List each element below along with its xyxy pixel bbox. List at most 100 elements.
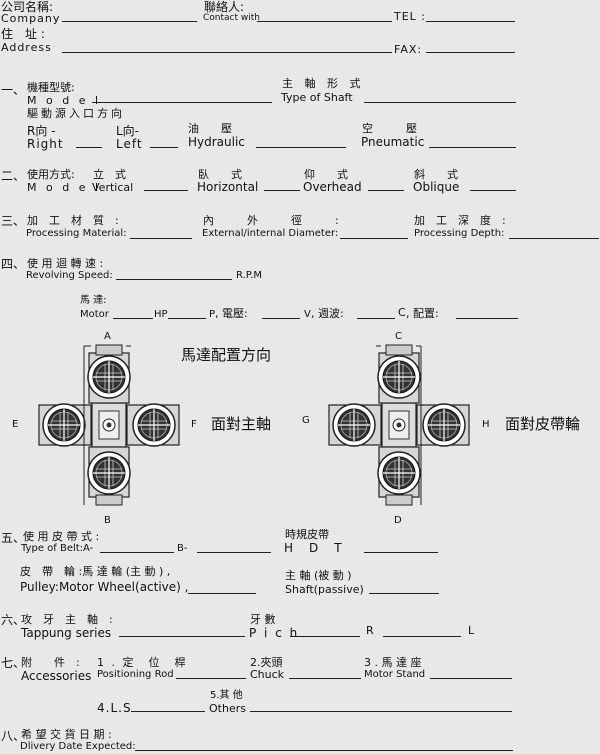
drive-direction-label: 驅動源入口方向 [27, 107, 125, 120]
accessories-label-en: Accessories [21, 669, 92, 683]
pos-a-label: A [104, 331, 111, 342]
config-field[interactable] [456, 318, 518, 319]
stand-label-en: Motor Stand [364, 669, 426, 680]
pneumatic-label-zh: 空 壓 [362, 122, 417, 135]
section-5-number: 五、 [1, 531, 26, 545]
overhead-field[interactable] [368, 190, 404, 191]
diameter-field[interactable] [340, 238, 408, 239]
pneumatic-label-en: Pneumatic [361, 135, 425, 149]
pulley-label-en: Pulley:Motor Wheel(active) , [20, 580, 189, 594]
vertical-label-zh: 立 式 [93, 168, 126, 181]
motor-hp-field[interactable] [113, 318, 153, 319]
company-field[interactable] [62, 21, 197, 22]
others-label-en: Others [209, 702, 246, 715]
fax-field[interactable] [426, 52, 515, 53]
pitch-r-label: R [366, 624, 374, 637]
contact-label-zh: 聯絡人: [204, 0, 245, 14]
right-label-en: Right [27, 137, 64, 151]
pitch-r-field[interactable] [383, 636, 461, 637]
p-label: P [209, 309, 216, 320]
depth-label-zh: 加 工 深 度 : [414, 214, 506, 227]
left-label-en: Left [116, 137, 143, 151]
delivery-field[interactable] [135, 750, 513, 751]
fax-label: FAX: [394, 43, 423, 56]
address-label-en: Address [1, 41, 52, 54]
oblique-label-en: Oblique [413, 180, 460, 194]
voltage-field[interactable] [262, 318, 300, 319]
motor-label-zh: 馬 達: [80, 295, 107, 306]
company-label-en: Company [1, 12, 61, 25]
others-field[interactable] [250, 711, 512, 712]
oblique-field[interactable] [470, 190, 516, 191]
c-label: C [398, 306, 406, 319]
model-label-en: M o d e l [27, 94, 102, 107]
pitch-label-zh: 牙 數 [250, 613, 276, 626]
left-field[interactable] [150, 147, 178, 148]
speed-field[interactable] [116, 279, 232, 280]
pitch-field[interactable] [290, 636, 360, 637]
section-1-number: 一、 [1, 83, 26, 97]
pneumatic-field[interactable] [429, 147, 516, 148]
horizontal-field[interactable] [264, 190, 300, 191]
htd-field[interactable] [364, 552, 438, 553]
oblique-label-zh: 斜 式 [414, 168, 458, 181]
section-3-number: 三、 [1, 214, 26, 228]
rod-field[interactable] [176, 678, 246, 679]
material-field[interactable] [130, 238, 192, 239]
speed-label-en: Revolving Speed: [26, 270, 113, 281]
hydraulic-label-zh: 油 壓 [188, 122, 232, 135]
tel-label: TEL : [394, 10, 427, 23]
right-label-zh: R向 - [27, 124, 56, 138]
hydraulic-field[interactable] [256, 147, 346, 148]
overhead-label-en: Overhead [303, 180, 362, 194]
pulley-field[interactable] [188, 593, 256, 594]
v-label: V [304, 309, 311, 320]
section-7-number: 七、 [1, 656, 26, 670]
ls-field[interactable] [131, 711, 205, 712]
shaft-passive-label-zh: 主 軸 (被 動 ) [285, 569, 352, 582]
material-label-zh: 加 工 材 質 : [27, 214, 119, 227]
horizontal-label-en: Horizontal [197, 180, 259, 194]
stand-label-zh: 3 . 馬 達 座 [364, 656, 422, 669]
shaft-type-field[interactable] [364, 102, 516, 103]
pitch-label-en: P i c h [249, 626, 300, 640]
vertical-label-en: Vertical [92, 181, 134, 194]
material-label-en: Processing Material: [26, 228, 127, 239]
diagram-title: 馬達配置方向 [181, 346, 272, 364]
rpm-label: R.P.M [236, 270, 263, 281]
htd-label-zh: 時規皮帶 [285, 528, 329, 541]
chuck-label-en: Chuck [250, 668, 285, 681]
others-label-zh: 5.其 他 [210, 690, 243, 701]
motor-p-field[interactable] [168, 318, 206, 319]
right-field[interactable] [76, 147, 102, 148]
model-label-zh: 機種型號: [27, 81, 75, 94]
tel-field[interactable] [426, 21, 515, 22]
chuck-label-zh: 2.夾頭 [250, 656, 283, 669]
pos-e-label: E [12, 419, 19, 430]
face-main-label: 面對主軸 [211, 415, 272, 433]
frequency-field[interactable] [357, 318, 395, 319]
hydraulic-label-en: Hydraulic [188, 135, 245, 149]
mode-label-zh: 使用方式: [27, 168, 75, 181]
section-4-number: 四、 [1, 257, 26, 271]
model-field[interactable] [92, 102, 272, 103]
chuck-field[interactable] [289, 678, 361, 679]
pos-c-label: C [395, 331, 402, 342]
contact-field[interactable] [257, 21, 392, 22]
pos-b-label: B [104, 515, 111, 526]
tap-field[interactable] [119, 636, 245, 637]
shaft-passive-field[interactable] [369, 593, 439, 594]
belt-b-field[interactable] [197, 552, 271, 553]
hp-label: HP [154, 309, 168, 320]
vertical-field[interactable] [144, 190, 188, 191]
tap-label-en: Tappung series [21, 626, 112, 640]
motor-label-en: Motor [80, 309, 109, 320]
left-label-zh: L向- [116, 124, 140, 138]
horizontal-label-zh: 臥 式 [198, 168, 242, 181]
shaft-type-label-zh: 主 軸 形 式 [282, 77, 365, 90]
stand-field[interactable] [430, 678, 512, 679]
belt-a-field[interactable] [100, 552, 174, 553]
depth-field[interactable] [509, 238, 599, 239]
address-field[interactable] [62, 52, 392, 53]
